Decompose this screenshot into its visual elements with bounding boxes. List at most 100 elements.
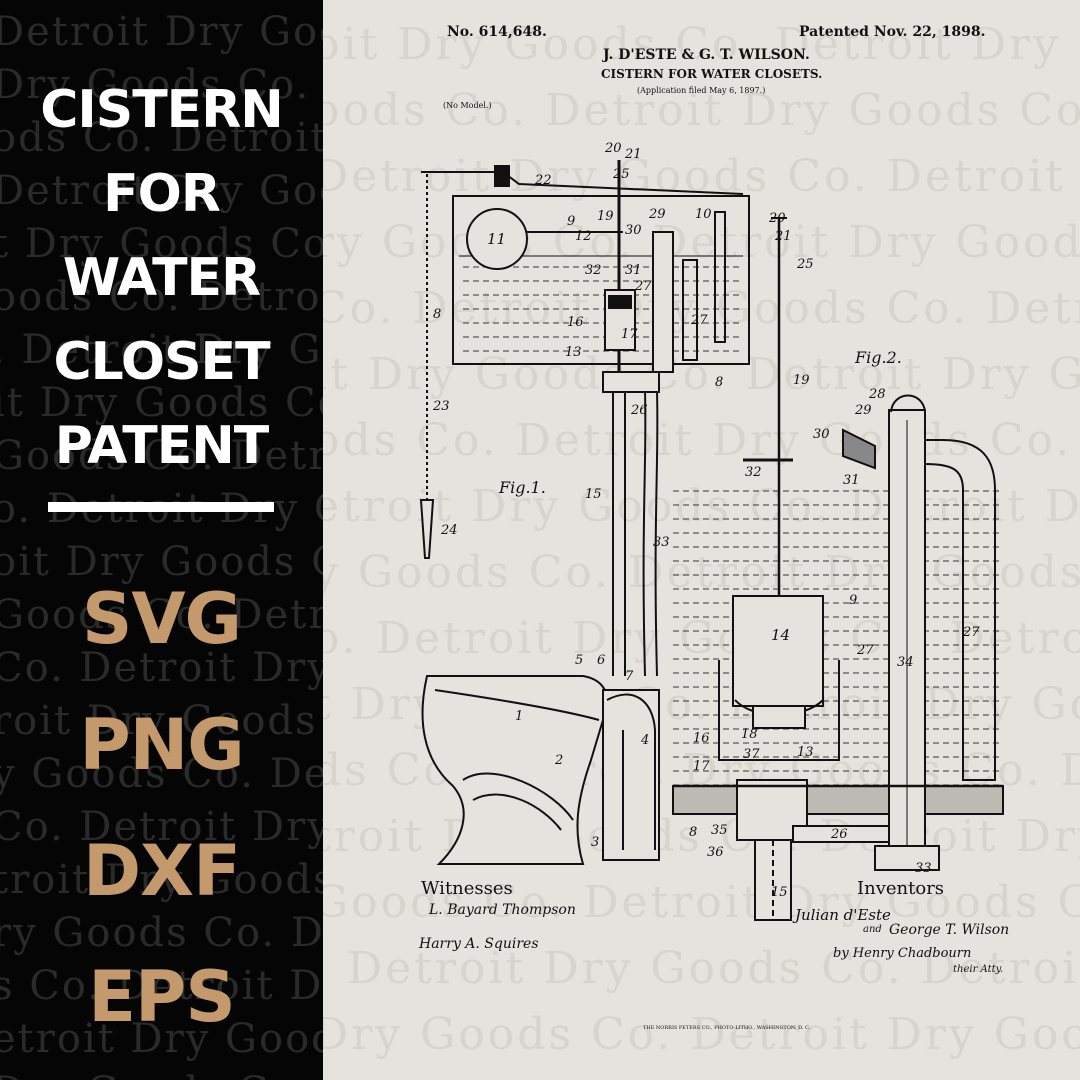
svg-text:5: 5	[575, 653, 583, 668]
watermark-row: oods Co. Detroit Dry Goods Co. Detroit D…	[323, 85, 1080, 136]
svg-text:15: 15	[771, 885, 788, 900]
headline: CISTERN FOR WATER CLOSET PATENT	[0, 68, 323, 488]
svg-text:26: 26	[830, 827, 848, 842]
svg-text:21: 21	[774, 229, 792, 244]
signature-and: and	[863, 924, 882, 935]
svg-text:18: 18	[741, 727, 758, 742]
svg-text:1: 1	[515, 709, 523, 724]
svg-text:28: 28	[868, 387, 886, 402]
svg-text:29: 29	[648, 207, 666, 222]
svg-text:8: 8	[715, 375, 723, 390]
svg-text:16: 16	[567, 315, 584, 330]
svg-text:25: 25	[612, 167, 630, 182]
svg-text:7: 7	[625, 669, 634, 684]
svg-text:11: 11	[487, 230, 506, 248]
svg-text:19: 19	[597, 209, 614, 224]
watermark-row: Dry Goods Co. Detroit Dry Goods Co. Detr…	[0, 62, 323, 108]
watermark-row: . Detroit Dry Goods Co. Detroit Dry Good…	[323, 943, 1080, 994]
watermark-row: Co. Detroit Dry Goods Co. Detroit Dry Go…	[0, 645, 323, 691]
svg-text:33: 33	[915, 861, 932, 876]
svg-text:27: 27	[634, 279, 652, 294]
svg-text:32: 32	[745, 465, 762, 480]
watermark-row: ods Co. Detroit Dry Goods Co. Detroit Dr…	[0, 115, 323, 161]
left-panel: Detroit Dry Goods Co. Detroit Dry Goods …	[0, 0, 323, 1080]
witness-signature-1: L. Bayard Thompson	[429, 902, 576, 918]
format-png: PNG	[79, 704, 244, 786]
svg-text:13: 13	[797, 745, 814, 760]
svg-text:36: 36	[707, 845, 724, 860]
headline-line-5: PATENT	[54, 416, 270, 476]
svg-text:23: 23	[432, 399, 450, 414]
svg-text:24: 24	[440, 523, 458, 538]
watermark-row: roit Dry Goods Co. Detroit Dry Goods Co.…	[0, 698, 323, 744]
watermark-row: Dry Goods Co. Detroit Dry Goods Co. Detr…	[0, 1066, 323, 1080]
inventor-signature-1: Julian d'Este	[795, 906, 891, 924]
watermark-row: Dry Goods Co. Detroit Dry Goods Co. Detr…	[323, 1009, 1080, 1060]
svg-text:6: 6	[597, 653, 605, 668]
fig2-label: Fig.2.	[855, 348, 902, 367]
patent-panel: oit Dry Goods Co. Detroit Dry Goods Co. …	[323, 0, 1080, 1080]
inventors-label: Inventors	[857, 878, 945, 899]
svg-text:30: 30	[813, 427, 830, 442]
svg-text:20: 20	[768, 211, 786, 226]
svg-text:19: 19	[793, 373, 810, 388]
attorney-signature: by Henry Chadbourn	[833, 946, 972, 961]
svg-text:16: 16	[693, 731, 710, 746]
svg-text:31: 31	[843, 473, 860, 488]
svg-text:13: 13	[565, 345, 582, 360]
svg-text:30: 30	[625, 223, 642, 238]
svg-text:27: 27	[856, 643, 874, 658]
svg-text:26: 26	[630, 403, 648, 418]
divider-rule	[48, 502, 274, 512]
svg-text:35: 35	[711, 823, 728, 838]
svg-text:9: 9	[849, 593, 857, 608]
svg-text:17: 17	[621, 327, 638, 342]
svg-text:9: 9	[567, 214, 575, 229]
inventor-signature-2: George T. Wilson	[889, 922, 1010, 938]
svg-text:32: 32	[585, 263, 602, 278]
svg-text:27: 27	[690, 313, 708, 328]
svg-text:14: 14	[771, 626, 790, 644]
format-dxf: DXF	[83, 830, 241, 912]
svg-text:12: 12	[575, 229, 592, 244]
patent-application: (Application filed May 6, 1897.)	[637, 86, 766, 95]
watermark-row: ry Goods Co. Detroit Dry Goods Co. Detro…	[0, 910, 323, 956]
float-ball	[466, 208, 528, 270]
svg-text:17: 17	[693, 759, 710, 774]
svg-text:22: 22	[534, 173, 552, 188]
svg-text:37: 37	[743, 747, 760, 762]
format-list: SVG PNG DXF EPS	[0, 556, 323, 1060]
svg-text:34: 34	[897, 655, 914, 670]
svg-text:8: 8	[433, 307, 441, 322]
watermark-row: oods Co. Detroit Dry Goods Co. Detroit D…	[0, 274, 323, 320]
patent-inventors-line: J. D'ESTE & G. T. WILSON.	[603, 47, 810, 63]
svg-text:15: 15	[585, 487, 602, 502]
svg-text:27: 27	[962, 625, 980, 640]
svg-text:4: 4	[640, 733, 649, 748]
headline-line-4: CLOSET	[53, 332, 270, 392]
svg-text:20: 20	[604, 141, 622, 156]
watermark-row: Goods Co. Detroit Dry Goods Co. Detroit …	[323, 877, 1080, 928]
watermark-row: Goods Co. Detroit Dry Goods Co. Detroit …	[0, 433, 323, 479]
headline-line-1: CISTERN	[40, 80, 284, 140]
svg-text:29: 29	[854, 403, 872, 418]
cistern-tank	[452, 195, 750, 365]
witness-signature-2: Harry A. Squires	[419, 936, 539, 952]
watermark-row: Detroit Dry Goods Co. Detroit Dry Goods …	[323, 151, 1080, 202]
watermark-left: Detroit Dry Goods Co. Detroit Dry Goods …	[0, 6, 323, 1080]
svg-text:3: 3	[591, 835, 599, 850]
svg-text:33: 33	[653, 535, 670, 550]
watermark-row: s Co. Detroit Dry Goods Co. Detroit Dry …	[0, 963, 323, 1009]
format-svg: SVG	[81, 578, 242, 660]
svg-text:25: 25	[796, 257, 814, 272]
watermark-row: Detroit Dry Goods Co. Detroit Dry Goods …	[0, 9, 323, 55]
patent-footer: THE NORRIS PETERS CO., PHOTO-LITHO., WAS…	[643, 1025, 811, 1031]
watermark-row: y Goods Co. Detroit Dry Goods Co. Detroi…	[0, 751, 323, 797]
watermark-row: Detroit Dry Goods Co. Detroit Dry Goods …	[0, 168, 323, 214]
witnesses-label: Witnesses	[421, 878, 513, 899]
svg-text:21: 21	[624, 147, 642, 162]
watermark-row: . Detroit Dry Goods Co. Detroit Dry Good…	[0, 327, 323, 373]
watermark-row: it Dry Goods Co. Detroit Dry Goods Co. D…	[0, 380, 323, 426]
